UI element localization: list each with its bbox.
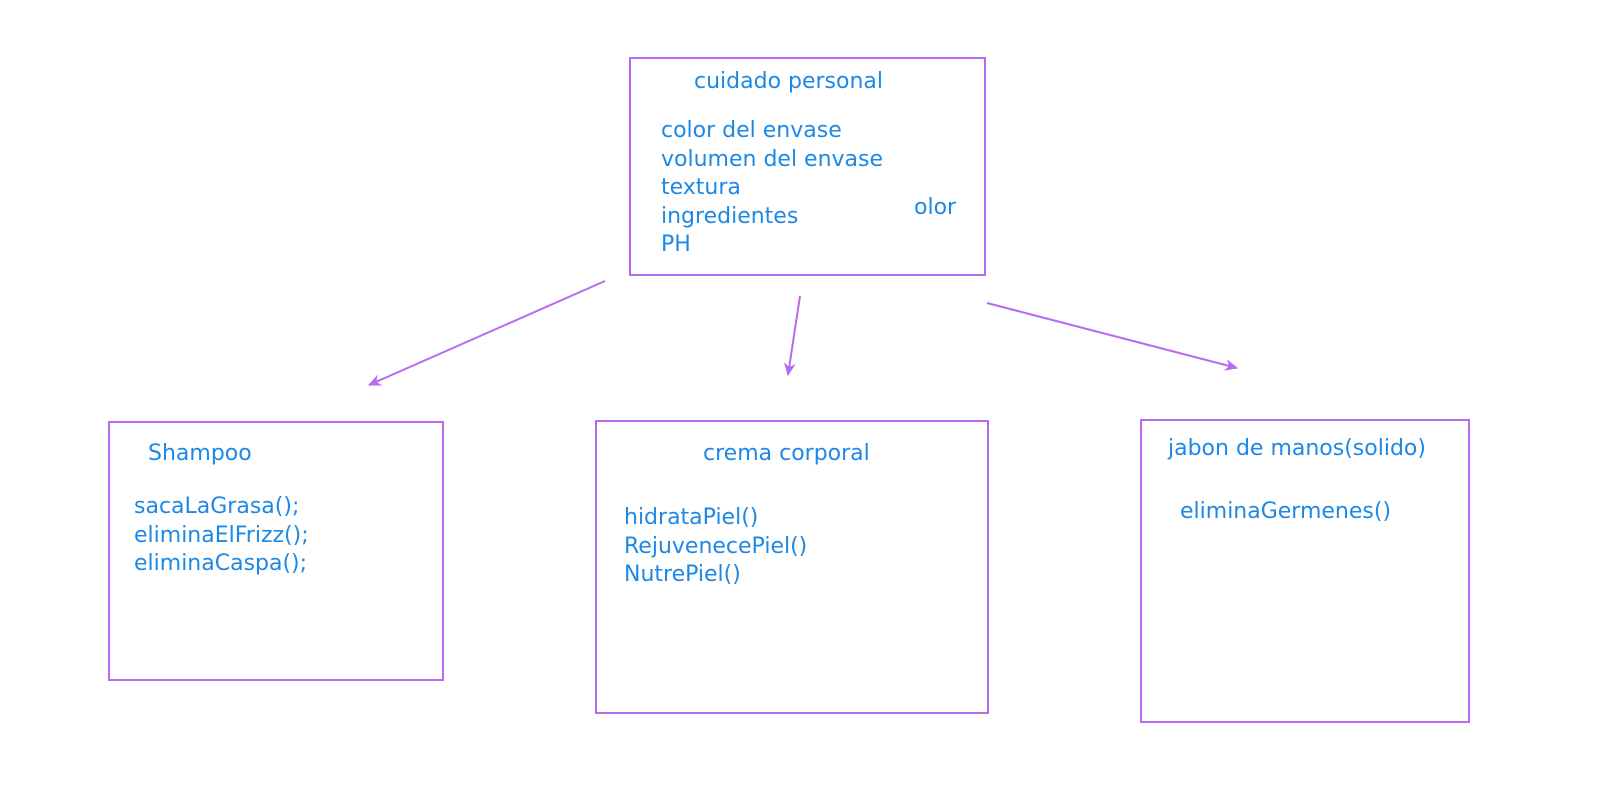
arrow-to-shampoo — [368, 280, 606, 386]
method-item: RejuvenecePiel() — [624, 533, 808, 559]
method-item: eliminaElFrizz(); — [134, 522, 309, 548]
class-box-shampoo: Shampoo sacaLaGrasa(); eliminaElFrizz();… — [108, 421, 444, 681]
attribute-item: volumen del envase — [661, 146, 884, 172]
arrow-to-jabon-de-manos — [986, 302, 1238, 371]
method-list: eliminaGermenes() — [1180, 498, 1391, 527]
method-item: eliminaCaspa(); — [134, 551, 308, 576]
class-title-shampoo: Shampoo — [148, 441, 252, 466]
method-item: hidrataPiel() — [624, 505, 759, 530]
class-title-jabon-de-manos: jabon de manos(solido) — [1168, 436, 1426, 461]
attribute-item: textura — [661, 175, 741, 200]
attribute-item: color del envase — [661, 118, 842, 143]
method-list: hidrataPiel() RejuvenecePiel() NutrePiel… — [624, 504, 807, 590]
attribute-item: PH — [661, 232, 691, 257]
method-list: sacaLaGrasa(); eliminaElFrizz(); elimina… — [134, 493, 309, 579]
class-box-cuidado-personal: cuidado personal color del envase volume… — [629, 57, 986, 276]
class-title-cuidado-personal: cuidado personal — [694, 69, 884, 94]
attribute-item: ingredientes — [661, 203, 799, 229]
method-item: eliminaGermenes() — [1180, 499, 1392, 524]
method-item: NutrePiel() — [624, 562, 741, 587]
class-title-crema-corporal: crema corporal — [703, 441, 870, 466]
arrow-to-crema-corporal — [783, 295, 801, 376]
attribute-list: color del envase volumen del envase text… — [661, 117, 883, 260]
attribute-olor: olor — [914, 195, 957, 220]
class-box-jabon-de-manos: jabon de manos(solido) eliminaGermenes() — [1140, 419, 1470, 723]
method-item: sacaLaGrasa(); — [134, 494, 300, 519]
class-box-crema-corporal: crema corporal hidrataPiel() RejuveneceP… — [595, 420, 989, 714]
